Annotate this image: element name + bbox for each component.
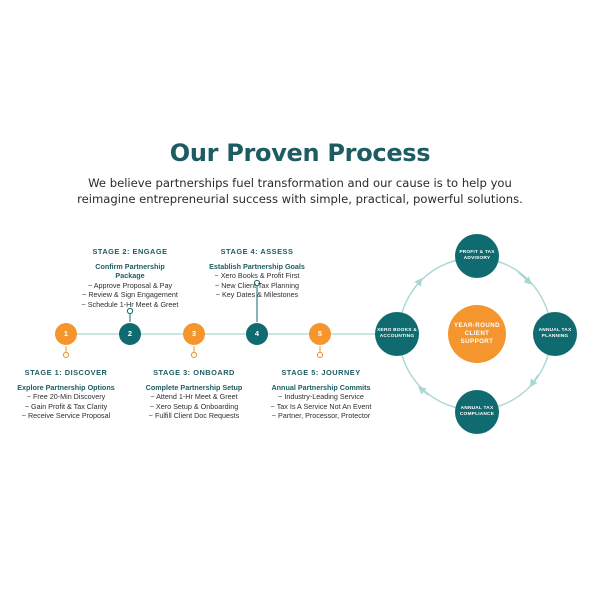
cycle-node-top-label: PROFIT & TAX ADVISORY [442, 250, 512, 262]
stage-3-block: STAGE 3: ONBOARD Complete Partnership Se… [144, 368, 244, 421]
stage-1-block: STAGE 1: DISCOVER Explore Partnership Op… [16, 368, 116, 421]
cycle-arrow-bottom-right [529, 374, 539, 388]
stage-1-item: ~ Gain Profit & Tax Clarity [24, 401, 108, 411]
stage-1-item: ~ Free 20-Min Discovery [26, 392, 106, 402]
cycle-center-line: CLIENT [464, 330, 490, 337]
stage-2-connector-dot [126, 307, 134, 315]
cycle-node-left-line: XERO BOOKS & [377, 328, 417, 333]
stage-4-title: STAGE 4: ASSESS [220, 247, 294, 256]
stage-4-marker [246, 323, 268, 345]
cycle-node-bottom-line: ANNUAL TAX [460, 406, 494, 411]
cycle-arrow-top-right [517, 271, 532, 285]
stage-3-item: ~ Attend 1-Hr Meet & Greet [150, 392, 238, 402]
stage-5-item: ~ Tax Is A Service Not An Event [270, 401, 372, 411]
stage-3-subtitle: Complete Partnership Setup [145, 382, 243, 392]
stage-5-connector-dot [316, 351, 324, 359]
stage-1-number: 1 [63, 329, 69, 338]
stage-3-connector-dot [190, 351, 198, 359]
stage-1-connector-dot [62, 351, 70, 359]
stage-5-title: STAGE 5: JOURNEY [281, 368, 361, 377]
stage-5-subtitle: Annual Partnership Commits [271, 382, 371, 392]
cycle-node-bottom [455, 390, 499, 434]
page-title: Our Proven Process [169, 139, 431, 167]
stage-1-marker [55, 323, 77, 345]
stage-4-block: STAGE 4: ASSESS Establish Partnership Go… [207, 247, 307, 300]
cycle-node-right-line: PLANNING [541, 334, 569, 339]
cycle-center-line: YEAR-ROUND [454, 322, 500, 329]
stage-4-item: ~ Key Dates & Milestones [215, 290, 299, 300]
cycle-node-top-line: ADVISORY [463, 256, 491, 261]
stage-2-subtitle: Confirm Partnership Package [95, 261, 165, 281]
stage-4-subtitle: Establish Partnership Goals [209, 261, 305, 271]
stage-3-item: ~ Fulfill Client Doc Requests [148, 411, 240, 421]
stage-2-title: STAGE 2: ENGAGE [92, 247, 168, 256]
stage-2-item: ~ Schedule 1-Hr Meet & Greet [81, 299, 179, 309]
cycle-arrow-top-left [412, 277, 423, 291]
stage-3-marker [183, 323, 205, 345]
stage-5-number: 5 [317, 329, 323, 338]
cycle-center-line: SUPPORT [460, 338, 494, 345]
stage-4-connector-dot [253, 279, 261, 287]
stage-5-marker [309, 323, 331, 345]
cycle-node-bottom-label: ANNUAL TAX COMPLIANCE [442, 406, 512, 418]
cycle-arrow-bottom-left [417, 386, 429, 396]
stage-1-subtitle: Explore Partnership Options [17, 382, 115, 392]
stage-5-item: ~ Partner, Processor, Protector [271, 411, 371, 421]
stage-5-block: STAGE 5: JOURNEY Annual Partnership Comm… [266, 368, 376, 421]
stage-4-number: 4 [254, 329, 260, 338]
cycle-node-top-line: PROFIT & TAX [459, 250, 495, 255]
cycle-node-left-line: ACCOUNTING [379, 334, 415, 339]
cycle-node-top [455, 234, 499, 278]
stage-3-number: 3 [191, 329, 197, 338]
cycle-node-left-label: XERO BOOKS & ACCOUNTING [362, 328, 432, 340]
stage-4-item: ~ New Client Tax Planning [215, 280, 299, 290]
page-subtitle: We believe partnerships fuel transformat… [77, 176, 523, 206]
cycle-node-right-label: ANNUAL TAX PLANNING [520, 328, 590, 340]
stage-3-title: STAGE 3: ONBOARD [153, 368, 235, 377]
cycle-node-left [375, 312, 419, 356]
stage-3-item: ~ Xero Setup & Onboarding [149, 401, 239, 411]
stage-2-item: ~ Review & Sign Engagement [82, 290, 178, 300]
stage-2-number: 2 [127, 329, 133, 338]
stage-2-item: ~ Approve Proposal & Pay [87, 280, 173, 290]
stage-4-item: ~ Xero Books & Profit First [214, 271, 300, 281]
stage-2-block: STAGE 2: ENGAGE Confirm Partnership Pack… [80, 247, 180, 310]
stage-5-item: ~ Industry-Leading Service [278, 392, 364, 402]
cycle-node-right [533, 312, 577, 356]
stage-1-item: ~ Receive Service Proposal [21, 411, 111, 421]
cycle-center-label: YEAR-ROUND CLIENT SUPPORT [447, 322, 507, 346]
cycle-center [448, 305, 506, 363]
stage-2-marker [119, 323, 141, 345]
cycle-node-bottom-line: COMPLIANCE [459, 412, 495, 417]
stage-1-title: STAGE 1: DISCOVER [24, 368, 108, 377]
cycle-node-right-line: ANNUAL TAX [538, 328, 572, 333]
